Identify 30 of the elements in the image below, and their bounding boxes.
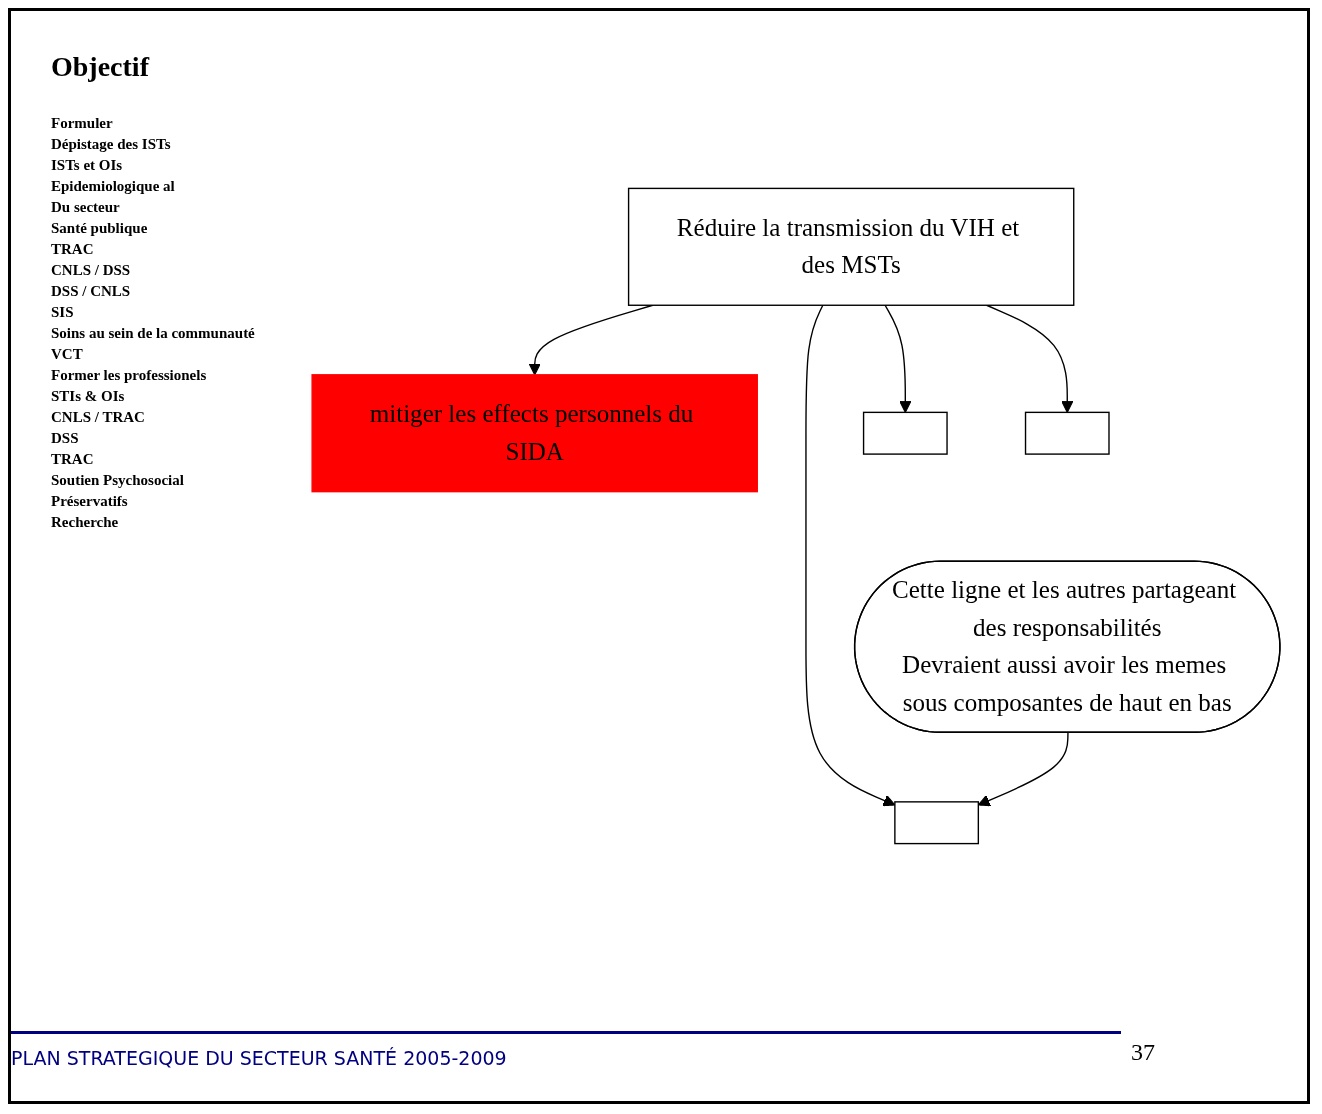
row-label: Formuler <box>51 115 114 132</box>
row-label: Epidemiologique al <box>51 178 176 195</box>
row-label: Soins au sein de la communauté <box>51 325 256 342</box>
row-label: Santé publique <box>51 220 149 237</box>
row-label: Former les professionels <box>51 367 208 384</box>
row-label: Préservatifs <box>51 493 129 510</box>
row-label: Du secteur <box>51 199 121 216</box>
row-label: STIs & OIs <box>51 388 126 405</box>
row-label: Dépistage des ISTs <box>51 136 172 153</box>
node-box <box>1024 411 1110 455</box>
node-box <box>862 411 948 455</box>
node-box: Réduire la transmission du VIH et des MSTs <box>627 187 1075 306</box>
node-box <box>894 801 980 845</box>
node-box: mitiger les effects personnels du SIDA <box>311 374 758 493</box>
row-label: CNLS / DSS <box>51 262 132 279</box>
row-label: TRAC <box>51 451 95 468</box>
row-label: SIS <box>51 304 75 321</box>
row-label: VCT <box>51 346 84 363</box>
row-label: CNLS / TRAC <box>51 409 146 426</box>
row-label: Recherche <box>51 514 120 531</box>
row-label: ISTs et OIs <box>51 157 124 174</box>
arrow <box>884 304 912 413</box>
arrow <box>805 304 896 807</box>
footer-text: PLAN STRATEGIQUE DU SECTEUR SANTÉ 2005-2009 <box>11 1047 507 1069</box>
row-label: DSS <box>51 430 80 447</box>
page-number: 37 <box>1131 1039 1155 1066</box>
heading: Objectif <box>51 51 149 83</box>
row-label: Soutien Psychosocial <box>51 472 185 489</box>
row-label: DSS / CNLS <box>51 283 132 300</box>
row-label: TRAC <box>51 241 95 258</box>
